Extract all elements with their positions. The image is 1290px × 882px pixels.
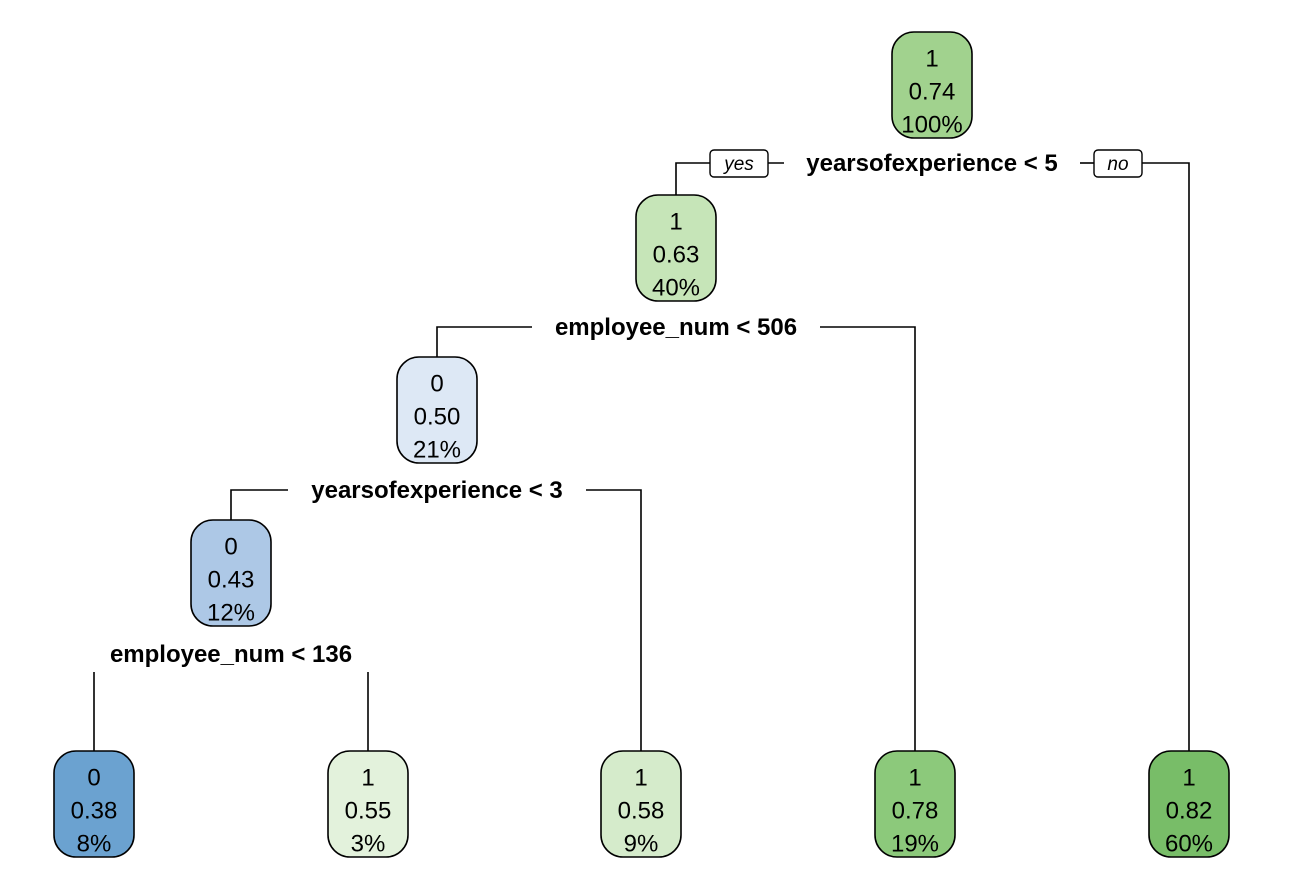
node-class-label: 1 (908, 764, 921, 791)
node-box (190, 519, 272, 627)
node-percent-label: 60% (1165, 830, 1213, 857)
node-class-label: 1 (634, 764, 647, 791)
tree-edge (436, 326, 532, 357)
node-probability-label: 0.82 (1166, 797, 1213, 824)
node-class-label: 1 (925, 45, 938, 72)
node-box (874, 750, 956, 858)
tree-edge (1142, 162, 1190, 751)
tree-edge (820, 326, 916, 751)
node-class-label: 0 (87, 764, 100, 791)
tree-edge (586, 489, 642, 751)
node-probability-label: 0.43 (208, 566, 255, 593)
tree-edge (230, 489, 288, 520)
node-probability-label: 0.58 (618, 797, 665, 824)
split-label: yearsofexperience < 3 (311, 477, 563, 504)
node-class-label: 1 (1182, 764, 1195, 791)
split-label: employee_num < 136 (110, 641, 352, 668)
node-percent-label: 19% (891, 830, 939, 857)
node-percent-label: 21% (413, 436, 461, 463)
no-branch-tag-box (1093, 149, 1143, 178)
node-percent-label: 12% (207, 599, 255, 626)
node-box (635, 194, 717, 302)
node-box (396, 356, 478, 464)
node-probability-label: 0.38 (71, 797, 118, 824)
split-label: employee_num < 506 (555, 314, 797, 341)
leaf-node: 1 0.82 60% (1148, 750, 1230, 858)
node-box (1148, 750, 1230, 858)
leaf-node: 1 0.78 19% (874, 750, 956, 858)
node-class-label: 1 (669, 208, 682, 235)
node-percent-label: 40% (652, 274, 700, 301)
internal-node: 1 0.74 100% (891, 31, 973, 139)
split-label: yearsofexperience < 5 (806, 150, 1058, 177)
yes-branch-tag-label: yes (722, 154, 754, 175)
node-class-label: 1 (361, 764, 374, 791)
yes-branch-tag: yes (709, 149, 769, 178)
internal-node: 1 0.63 40% (635, 194, 717, 302)
no-branch-tag-label: no (1107, 154, 1128, 175)
tree-edge (675, 162, 710, 195)
tree-nodes: 1 0.74 100% 1 0.63 40% 0 0.50 21% 0 0.43 12% 0 0.38 8%… (53, 31, 1230, 858)
node-class-label: 0 (430, 370, 443, 397)
leaf-node: 1 0.58 9% (600, 750, 682, 858)
node-probability-label: 0.63 (653, 241, 700, 268)
internal-node: 0 0.50 21% (396, 356, 478, 464)
yes-branch-tag-box (709, 149, 769, 178)
node-percent-label: 100% (901, 111, 962, 138)
node-box (891, 31, 973, 139)
internal-node: 0 0.43 12% (190, 519, 272, 627)
node-probability-label: 0.74 (909, 78, 956, 105)
node-percent-label: 3% (351, 830, 386, 857)
node-box (600, 750, 682, 858)
node-class-label: 0 (224, 533, 237, 560)
leaf-node: 0 0.38 8% (53, 750, 135, 858)
node-probability-label: 0.78 (892, 797, 939, 824)
node-percent-label: 8% (77, 830, 112, 857)
node-box (327, 750, 409, 858)
node-box (53, 750, 135, 858)
node-probability-label: 0.55 (345, 797, 392, 824)
node-probability-label: 0.50 (414, 403, 461, 430)
tree-edges (93, 162, 1190, 751)
node-percent-label: 9% (624, 830, 659, 857)
leaf-node: 1 0.55 3% (327, 750, 409, 858)
no-branch-tag: no (1093, 149, 1143, 178)
branch-tags: yes no (709, 149, 1143, 178)
split-labels: yearsofexperience < 5 employee_num < 506 y… (110, 150, 1058, 668)
